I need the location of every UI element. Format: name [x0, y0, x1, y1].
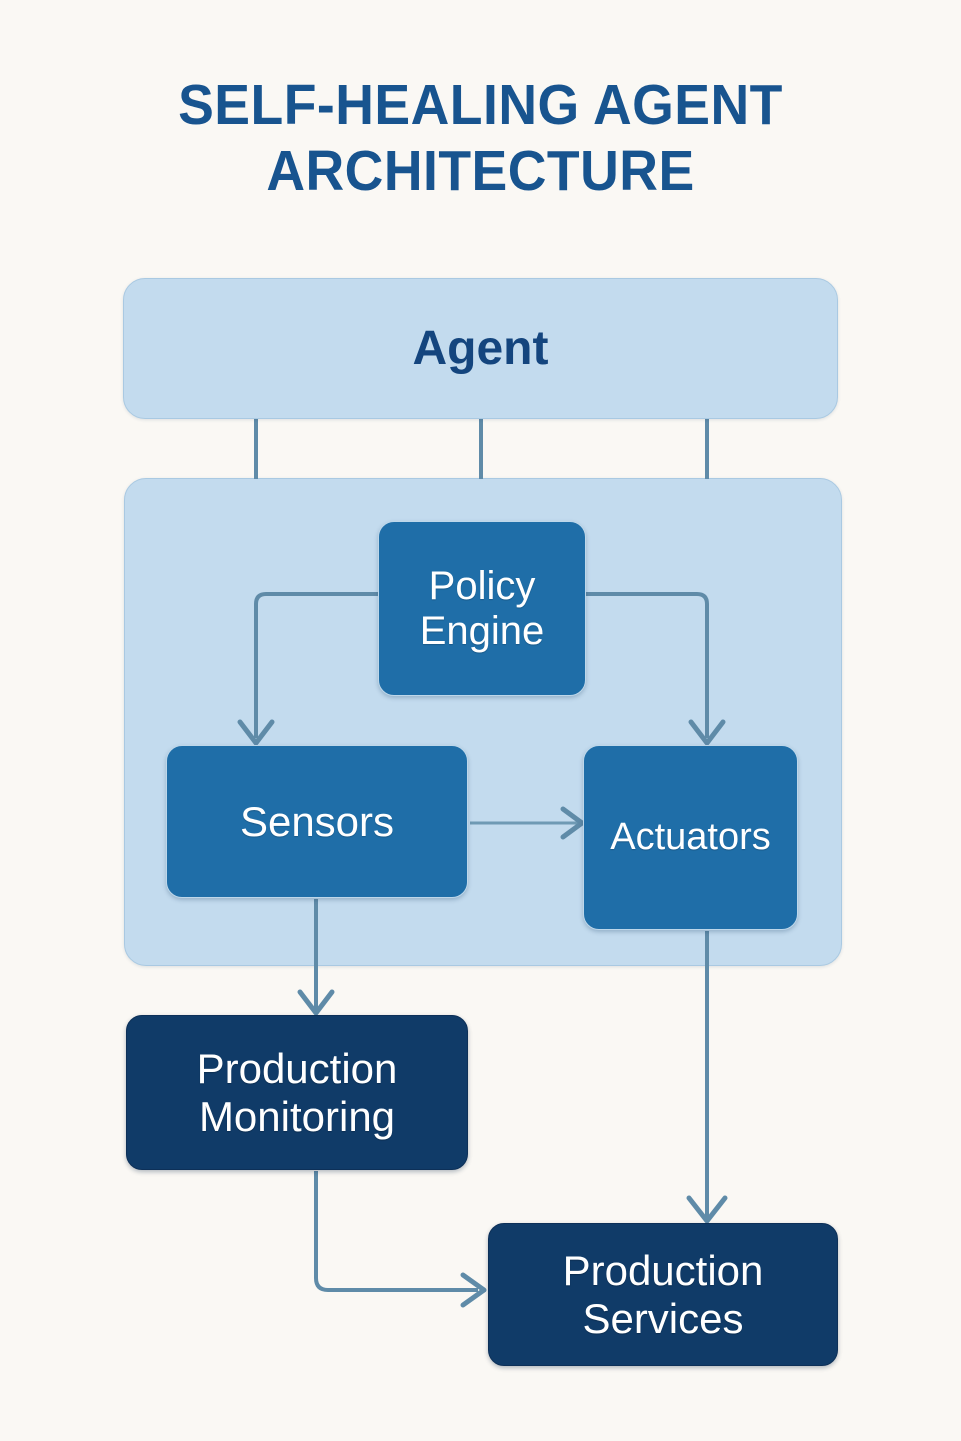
node-production-monitoring-label: Production Monitoring — [196, 1045, 398, 1140]
node-production-services[interactable]: Production Services — [488, 1223, 838, 1366]
connector-sensors-to-production-monitoring-arrowhead — [297, 989, 335, 1016]
node-production-monitoring[interactable]: Production Monitoring — [126, 1015, 468, 1170]
connector-production-monitoring-to-services-arrowhead — [460, 1272, 487, 1308]
node-agent-label: Agent — [412, 321, 549, 375]
connector-production-monitoring-to-services — [314, 1171, 478, 1292]
connector-actuators-to-production-services-arrowhead — [686, 1195, 728, 1224]
page-title: SELF-HEALING AGENT ARCHITECTURE — [178, 73, 783, 204]
node-agent[interactable]: Agent — [123, 278, 838, 419]
node-policy-engine-label: Policy Engine — [419, 563, 545, 653]
node-production-services-label: Production Services — [562, 1247, 764, 1342]
node-actuators-label: Actuators — [610, 816, 771, 859]
node-sensors-label: Sensors — [239, 797, 395, 845]
node-actuators[interactable]: Actuators — [583, 745, 798, 930]
node-policy-engine[interactable]: Policy Engine — [378, 521, 586, 696]
node-sensors[interactable]: Sensors — [166, 745, 468, 898]
